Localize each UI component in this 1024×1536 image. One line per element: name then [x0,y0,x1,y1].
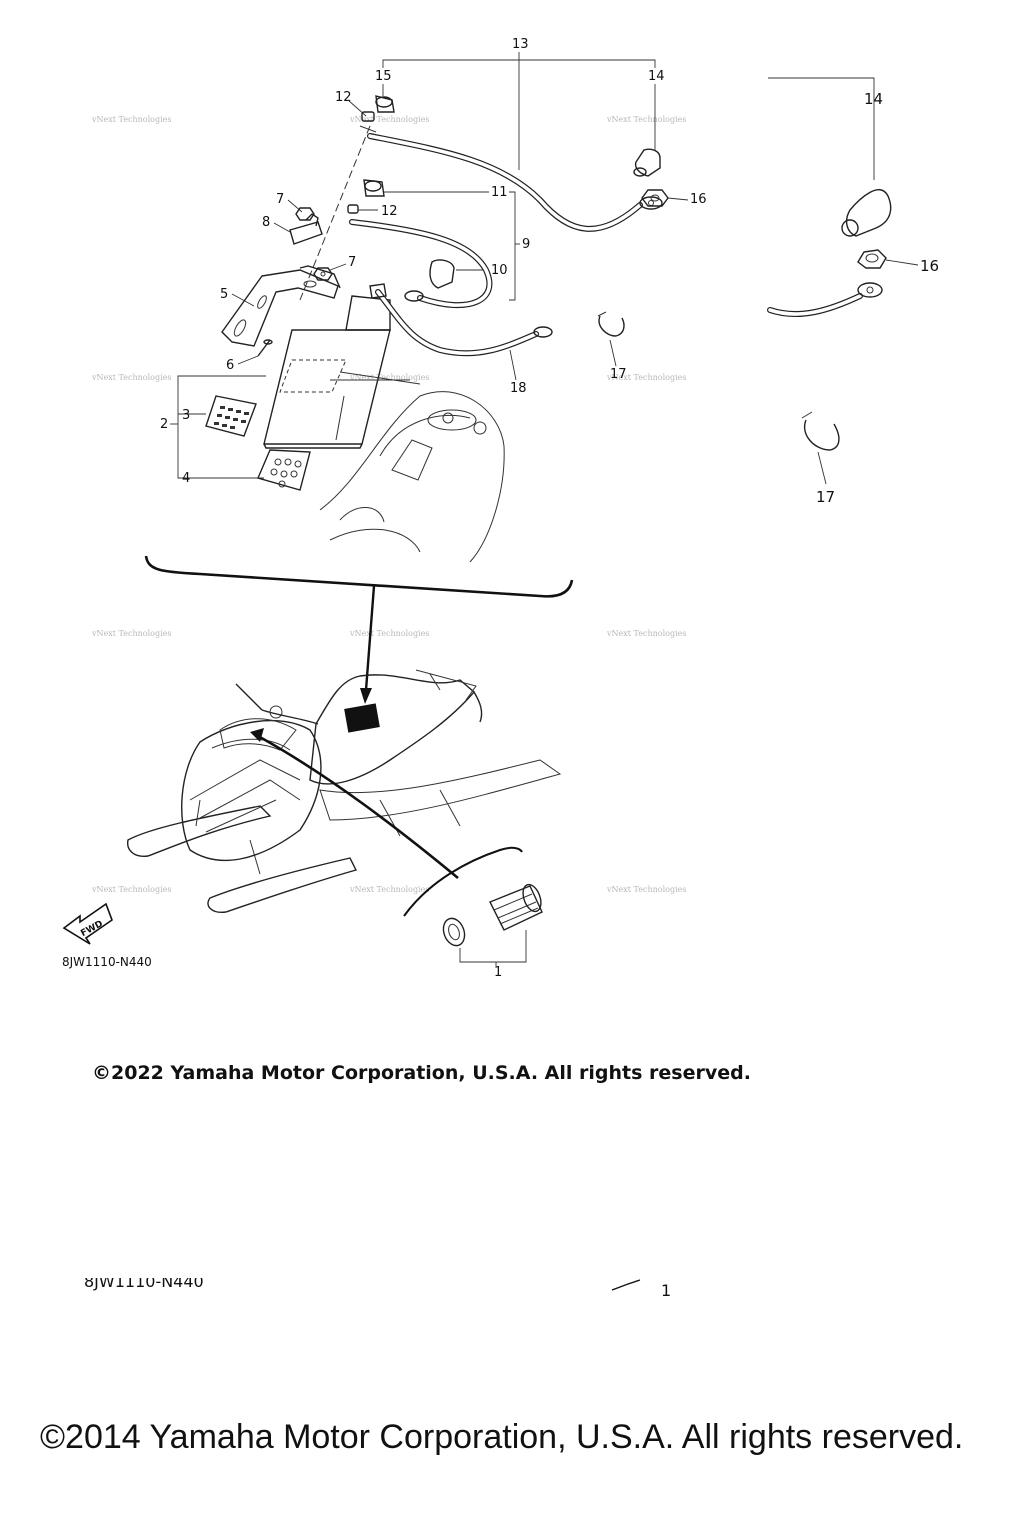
copyright-2014: ©2014 Yamaha Motor Corporation, U.S.A. A… [40,1418,964,1456]
terminal-cover-15 [375,95,395,113]
nut-7 [295,207,315,221]
callout-14: 14 [648,69,665,84]
callout-13: 13 [512,37,529,52]
collar-12-lower [347,204,359,214]
callout-8: 8 [262,215,270,230]
callout-1: 1 [494,965,502,980]
watermark: vNext Technologies [606,885,686,894]
watermark: vNext Technologies [91,885,171,894]
callout-4: 4 [182,471,190,486]
terminal-cover-11 [363,179,385,197]
diagram-code: 8JW1110-N440 [62,955,152,969]
callout-5: 5 [220,287,228,302]
terminal-cover-14 [633,148,661,177]
battery-cable-9 [349,219,493,309]
callout-16: 16 [690,192,707,207]
callout-17: 17 [610,367,627,382]
ghost-diagram-code: 8JW1110-N440 [84,1272,204,1291]
callout-7: 7 [276,192,284,207]
callout-15: 15 [375,69,392,84]
watermark: vNext Technologies [91,115,171,124]
watermark: vNext Technologies [91,373,171,382]
watermark: vNext Technologies [606,115,686,124]
callout-10: 10 [491,263,508,278]
detail-separator-arc-lower [403,846,523,917]
hood-sketch [319,371,505,563]
watermark: vNext Technologies [349,373,429,382]
callout-2-bracket: 2 3 4 [160,375,266,486]
callout-13-bracket: 13 15 14 [375,37,665,170]
watermark-group: vNext Technologies vNext Technologies vN… [91,115,686,894]
detail-callout-14: 14 [864,90,883,108]
snowmobile [127,669,562,913]
watermark: vNext Technologies [91,629,171,638]
battery-cable-18 [369,283,553,357]
callout-2: 2 [160,417,168,432]
callout-3: 3 [182,408,190,423]
watermark: vNext Technologies [606,629,686,638]
fwd-arrow-icon: FWD [62,902,113,945]
callout-12: 12 [381,204,398,219]
nut-7-lower [313,267,333,281]
clamp-17 [597,311,625,337]
bracket-5 [221,265,341,347]
callout-9-bracket: 9 11 10 [383,185,530,301]
battery-cable-13 [367,133,663,232]
callout-6: 6 [226,358,234,373]
nut-16 [641,189,669,207]
watermark: vNext Technologies [349,629,429,638]
callout-12: 12 [335,90,352,105]
label-sheet-4 [257,449,311,491]
collar-12 [359,111,377,133]
detail-callout-17: 17 [816,488,835,506]
detail-separator-arc [144,555,574,598]
fuse-holder-8 [289,213,323,245]
ghost-fragment [611,1279,641,1291]
battery [263,295,391,449]
detail-view: 14 16 17 [767,77,939,506]
callout-18: 18 [510,381,527,396]
watermark: vNext Technologies [349,115,429,124]
copyright-2022: ©2022 Yamaha Motor Corporation, U.S.A. A… [92,1062,751,1084]
dc-socket-1: 1 [442,883,543,980]
terminal-cover-10 [429,259,455,289]
detail-callout-16: 16 [920,257,939,275]
callout-7: 7 [348,255,356,270]
callout-9: 9 [522,237,530,252]
watermark: vNext Technologies [606,373,686,382]
bolt-6 [257,339,273,357]
watermark: vNext Technologies [349,885,429,894]
callout-11: 11 [491,185,508,200]
label-sheet-3 [205,395,257,437]
ghost-callout-1: 1 [661,1281,671,1300]
